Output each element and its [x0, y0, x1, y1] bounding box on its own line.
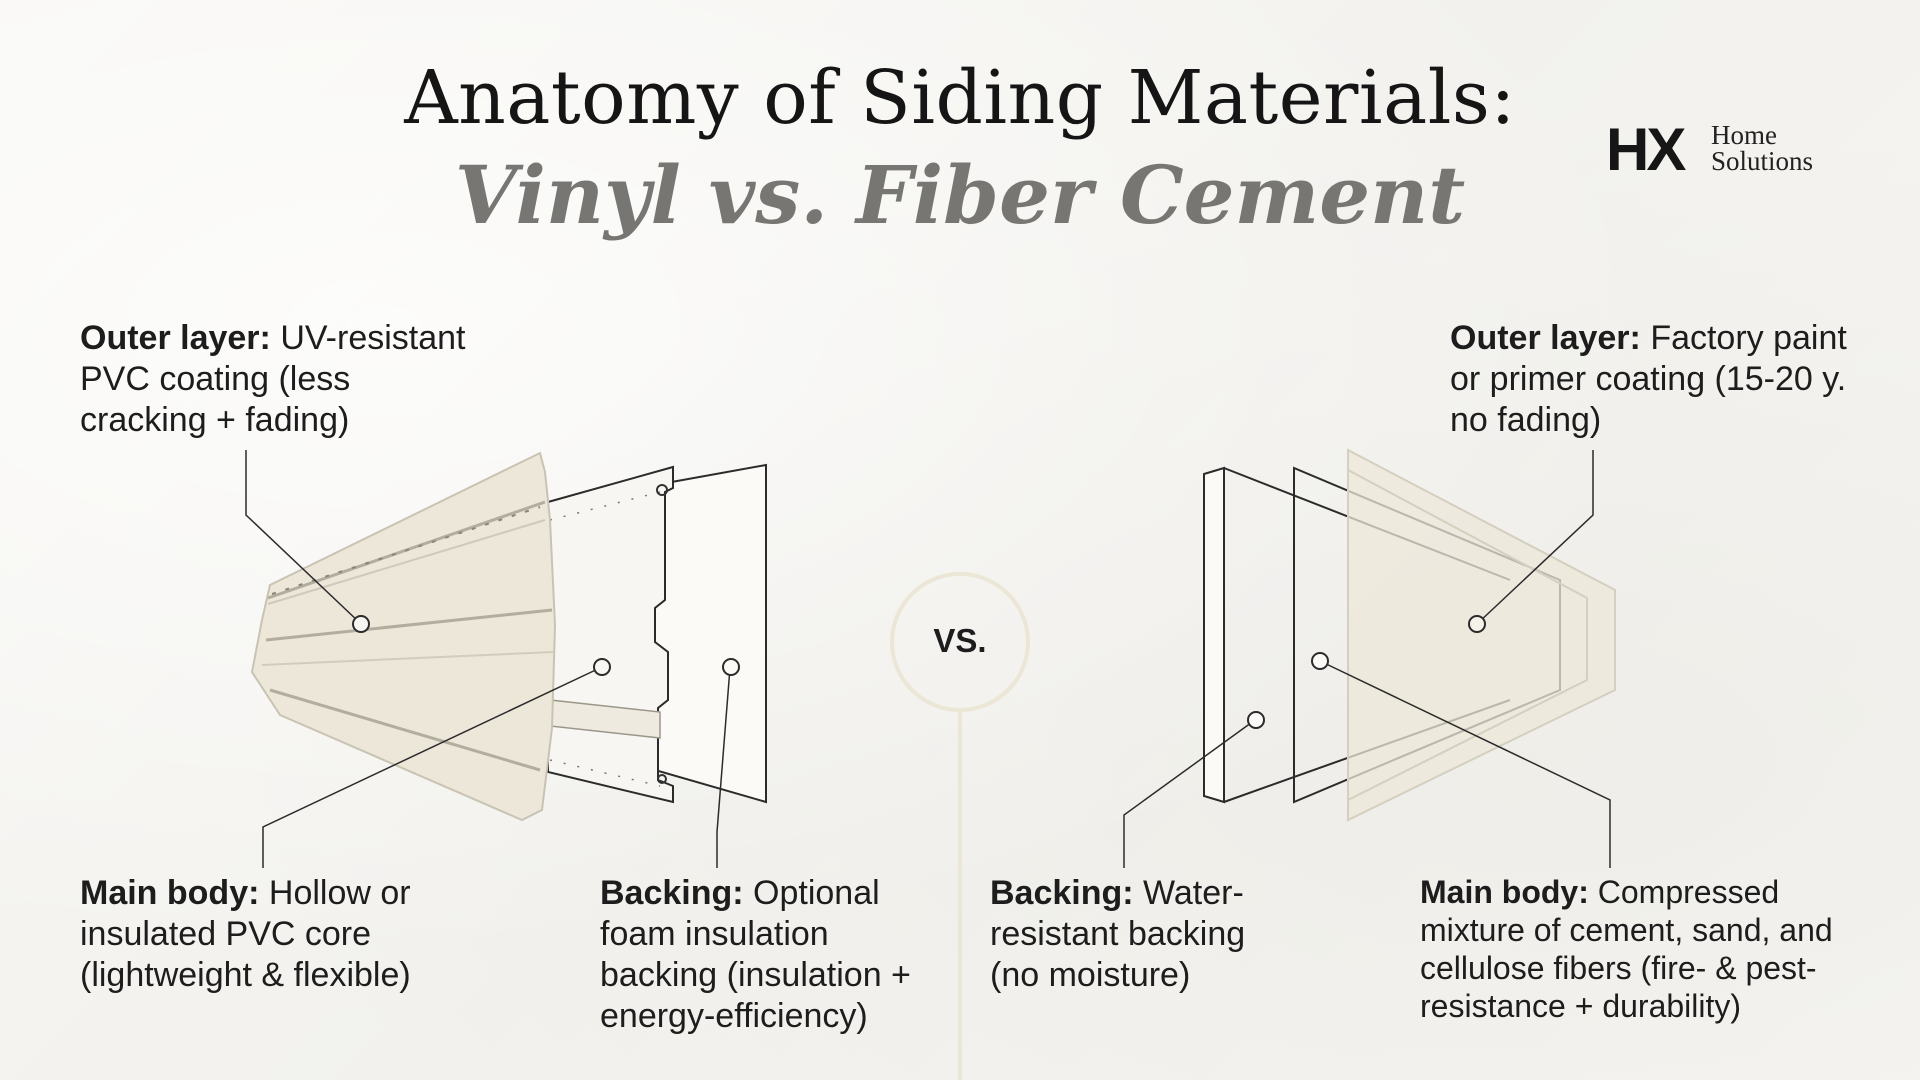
annotation-text: Compressed mixture of cement, sand, and … — [1420, 874, 1833, 1024]
fiber-cement-outer-layer-panel — [1347, 448, 1616, 822]
logo-line-1: Home — [1711, 120, 1777, 150]
vs-label: VS. — [933, 622, 987, 659]
fiber-cement-backing-leader — [1123, 711, 1265, 868]
vinyl-main-body-leader — [262, 658, 611, 868]
fiber-cement-outer-layer-annotation: Outer layer: Factory paint or primer coa… — [1450, 318, 1850, 441]
annotation-label: Backing: — [990, 874, 1134, 912]
annotation-label: Backing: — [600, 874, 744, 912]
page-subtitle: Vinyl vs. Fiber Cement — [454, 148, 1466, 242]
vinyl-backing-panel — [654, 463, 767, 804]
annotation-label: Main body: — [1420, 874, 1589, 910]
fiber-cement-backing-annotation: Backing: Water-resistant backing (no moi… — [990, 873, 1290, 996]
logo-mark: HX — [1606, 116, 1686, 183]
page-title: Anatomy of Siding Materials: — [404, 55, 1516, 141]
vinyl-outer-layer-panel — [250, 451, 557, 822]
vinyl-outer-layer-leader — [245, 450, 370, 633]
fiber-cement-main-body-annotation: Main body: Compressed mixture of cement,… — [1420, 873, 1880, 1025]
annotation-text: Water-resistant backing (no moisture) — [990, 874, 1246, 994]
vinyl-main-body-annotation: Main body: Hollow or insulated PVC core … — [80, 873, 480, 996]
logo-line-2: Solutions — [1711, 146, 1814, 176]
vinyl-outer-layer-annotation: Outer layer: UV-resistant PVC coating (l… — [80, 318, 480, 441]
annotation-text: Hollow or insulated PVC core (lightweigh… — [80, 874, 411, 994]
annotation-text: Factory paint or primer coating (15-20 y… — [1450, 319, 1847, 439]
annotation-label: Outer layer: — [1450, 319, 1641, 357]
fiber-cement-outer-layer-leader — [1468, 450, 1594, 633]
vinyl-main-body-panel — [547, 465, 674, 804]
fiber-cement-main-body-leader — [1311, 652, 1611, 868]
vinyl-backing-leader — [716, 658, 740, 868]
annotation-text: UV-resistant PVC coating (less cracking … — [80, 319, 466, 439]
vinyl-backing-annotation: Backing: Optional foam insulation backin… — [600, 873, 940, 1037]
logo-wordmark: Home Solutions — [1711, 120, 1814, 176]
annotation-text: Optional foam insulation backing (insula… — [600, 874, 911, 1035]
annotation-label: Main body: — [80, 874, 260, 912]
annotation-label: Outer layer: — [80, 319, 271, 357]
